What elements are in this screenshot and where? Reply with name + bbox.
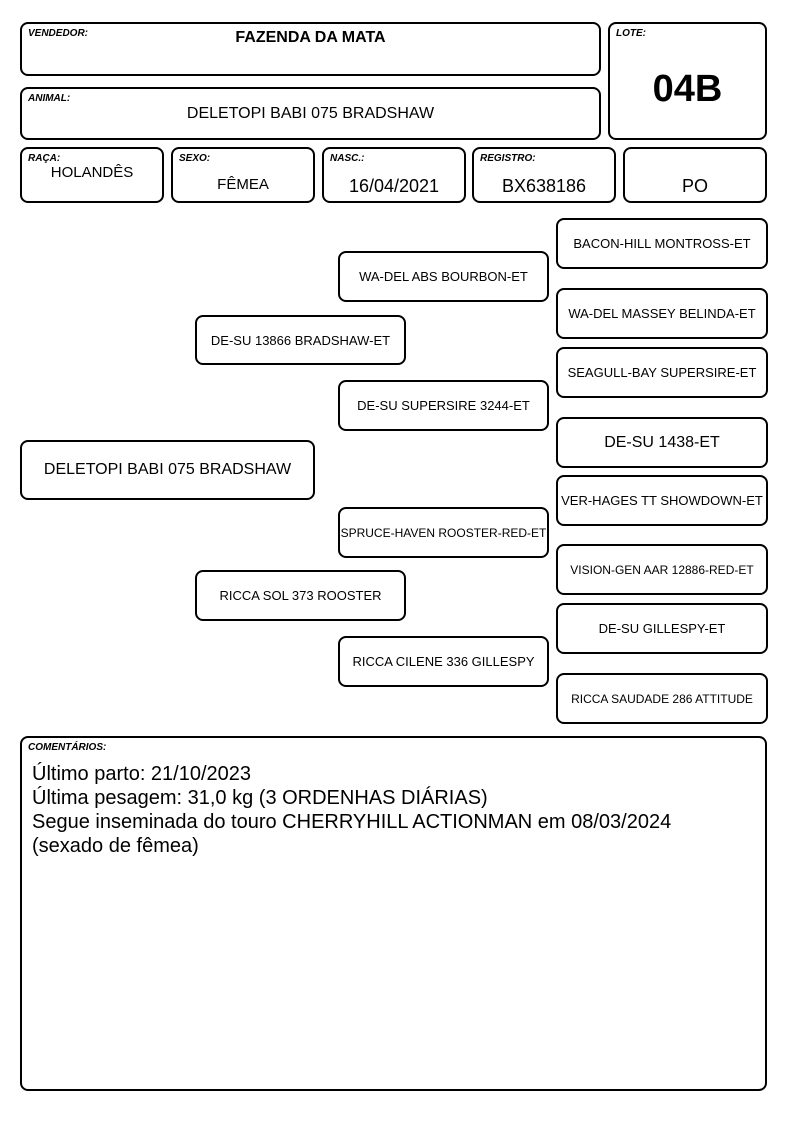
vendedor-box: VENDEDOR: FAZENDA DA MATA — [20, 22, 601, 76]
lote-box: LOTE: 04B — [608, 22, 767, 140]
animal-label: ANIMAL: — [28, 93, 71, 104]
lote-value: 04B — [652, 68, 723, 110]
comments-label: COMENTÁRIOS: — [28, 742, 107, 753]
sexo-label: SEXO: — [179, 153, 211, 164]
pedigree-ggp: SEAGULL-BAY SUPERSIRE-ET — [556, 347, 768, 398]
raca-label: RAÇA: — [28, 153, 61, 164]
pedigree-ggp: BACON-HILL MONTROSS-ET — [556, 218, 768, 269]
raca-box: RAÇA: HOLANDÊS — [20, 147, 164, 203]
registro-label: REGISTRO: — [480, 153, 536, 164]
nasc-box: NASC.: 16/04/2021 — [322, 147, 466, 203]
pedigree-ggp: VISION-GEN AAR 12886-RED-ET — [556, 544, 768, 595]
sexo-box: SEXO: FÊMEA — [171, 147, 315, 203]
comments-text: Último parto: 21/10/2023 Última pesagem:… — [32, 762, 755, 858]
comment-line: Último parto: 21/10/2023 — [32, 763, 252, 785]
pedigree-sire: DE-SU 13866 BRADSHAW-ET — [195, 315, 406, 365]
registro-value: BX638186 — [501, 176, 587, 196]
pedigree-animal: DELETOPI BABI 075 BRADSHAW — [20, 440, 315, 500]
registro-box: REGISTRO: BX638186 — [472, 147, 616, 203]
lote-label: LOTE: — [616, 28, 646, 39]
vendedor-value: FAZENDA DA MATA — [235, 29, 386, 46]
pedigree-dam: RICCA SOL 373 ROOSTER — [195, 570, 406, 621]
pedigree-sire-sire: WA-DEL ABS BOURBON-ET — [338, 251, 549, 302]
nasc-value: 16/04/2021 — [348, 176, 440, 196]
animal-value: DELETOPI BABI 075 BRADSHAW — [186, 105, 435, 122]
pedigree-ggp: DE-SU 1438-ET — [556, 417, 768, 468]
pedigree-dam-dam: RICCA CILENE 336 GILLESPY — [338, 636, 549, 687]
raca-value: HOLANDÊS — [50, 164, 134, 181]
sexo-value: FÊMEA — [217, 176, 269, 193]
pedigree-dam-sire: SPRUCE-HAVEN ROOSTER-RED-ET — [338, 507, 549, 558]
vendedor-label: VENDEDOR: — [28, 28, 89, 39]
tipo-box: PO — [623, 147, 767, 203]
nasc-label: NASC.: — [330, 153, 365, 164]
pedigree-sire-dam: DE-SU SUPERSIRE 3244-ET — [338, 380, 549, 431]
tipo-value: PO — [681, 176, 708, 196]
pedigree-ggp: WA-DEL MASSEY BELINDA-ET — [556, 288, 768, 339]
comment-line: (sexado de fêmea) — [32, 835, 199, 857]
pedigree-ggp: RICCA SAUDADE 286 ATTITUDE — [556, 673, 768, 724]
comments-box: COMENTÁRIOS: Último parto: 21/10/2023 Úl… — [20, 736, 767, 1091]
pedigree-ggp: DE-SU GILLESPY-ET — [556, 603, 768, 654]
comment-line: Última pesagem: 31,0 kg (3 ORDENHAS DIÁR… — [32, 787, 488, 809]
animal-box: ANIMAL: DELETOPI BABI 075 BRADSHAW — [20, 87, 601, 140]
pedigree-ggp: VER-HAGES TT SHOWDOWN-ET — [556, 475, 768, 526]
comment-line: Segue inseminada do touro CHERRYHILL ACT… — [32, 811, 672, 833]
